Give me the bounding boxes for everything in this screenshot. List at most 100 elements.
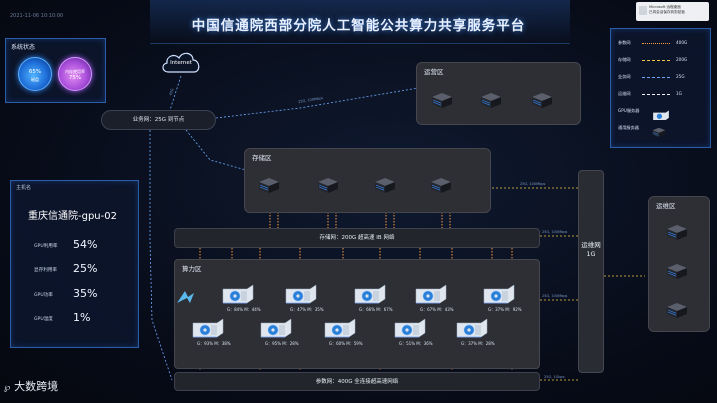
- gpu-server-icon[interactable]: [323, 318, 357, 339]
- ops-zone-title: 运营区: [424, 68, 444, 76]
- gpu-mem: M：59%: [345, 341, 363, 346]
- metric-label: GPU温度: [34, 317, 53, 322]
- storage-network-bar[interactable]: 存储网：200G 超高速 IB 网络: [174, 228, 540, 248]
- gpu-util: G：67%: [420, 307, 436, 312]
- ops-server-icon[interactable]: [480, 92, 502, 109]
- gpu-util: G：93%: [197, 341, 213, 346]
- gpu-usage-label: G：95% M：28%: [265, 341, 299, 347]
- internet-label: Internet: [170, 60, 192, 66]
- metric-value: 25%: [73, 262, 98, 275]
- gpu-mem: M：67%: [375, 307, 393, 312]
- metric-label: GPU利用率: [34, 244, 58, 249]
- legend-line: [642, 77, 670, 78]
- compute-zone: 算力区: [174, 259, 540, 369]
- gpu-util: G：60%: [329, 341, 345, 346]
- cloud-icon: [162, 52, 200, 73]
- gpu-mem: M：43%: [436, 307, 454, 312]
- gpu-server-icon[interactable]: [259, 318, 293, 339]
- gpu-util: G：95%: [265, 341, 281, 346]
- storage-server-icon[interactable]: [258, 177, 280, 194]
- gpu-usage-label: G：66% M：67%: [359, 307, 393, 313]
- maint-server-icon[interactable]: [666, 263, 688, 280]
- legend-label: 存储网: [618, 57, 631, 62]
- gpu-usage-label: G：37% M：28%: [461, 341, 495, 347]
- legend-value: 200G: [676, 57, 688, 62]
- gpu-server-icon[interactable]: [353, 284, 387, 305]
- legend-gpu-icon: [652, 106, 670, 125]
- disk-gauge: [18, 57, 52, 91]
- storage-zone-title: 存储区: [252, 154, 272, 162]
- storage-zone: 存储区: [244, 148, 491, 213]
- gpu-usage-label: G：84% M：44%: [227, 307, 261, 313]
- notification-toast[interactable]: Microsoft 远程桌面 已将会话保存到剪贴板: [636, 2, 709, 21]
- legend-label: 通用服务器: [618, 125, 639, 130]
- legend-server-icon: [652, 123, 666, 142]
- gpu-mem: M：35%: [306, 307, 324, 312]
- gpu-mem: M：44%: [243, 307, 261, 312]
- maint-server-icon[interactable]: [666, 302, 688, 319]
- gpu-usage-label: G：60% M：59%: [329, 341, 363, 347]
- system-status-title: 系统状态: [11, 44, 36, 51]
- notification-title: Microsoft 远程桌面: [649, 5, 681, 9]
- watermark-brand: 大数跨境: [14, 380, 59, 393]
- watermark: ℘ 大数跨境: [4, 380, 59, 393]
- legend-value: 1G: [676, 91, 682, 96]
- gpu-util: G：84%: [227, 307, 243, 312]
- gpu-server-icon[interactable]: [414, 284, 448, 305]
- gpu-server-icon[interactable]: [221, 284, 255, 305]
- compute-link-label: 25G, 100Mbps: [542, 294, 568, 298]
- gpu-server-icon[interactable]: [482, 284, 516, 305]
- notification-body: 已将会话保存到剪贴板: [649, 9, 685, 14]
- maint-server-icon[interactable]: [666, 224, 688, 241]
- host-name: 重庆信通院-gpu-02: [28, 211, 117, 222]
- metric-label: GPU功率: [34, 293, 53, 298]
- legend-value: 400G: [676, 40, 688, 45]
- legend-line: [642, 94, 670, 95]
- storage-server-icon[interactable]: [430, 177, 452, 194]
- gpu-server-icon[interactable]: [393, 318, 427, 339]
- page-title: 中国信通院西部分院人工智能公共算力共享服务平台: [191, 18, 526, 34]
- business-net-node[interactable]: 业务网：25G 到节点: [101, 110, 216, 130]
- metric-label: 显存利用率: [34, 268, 57, 273]
- gpu-usage-label: G：37% M：92%: [488, 307, 522, 313]
- param-link-label: 25G, 1Gbps: [544, 375, 565, 379]
- remote-desktop-icon: [639, 6, 647, 15]
- memory-gauge: [58, 57, 92, 91]
- metric-value: 54%: [73, 238, 98, 251]
- gpu-server-icon[interactable]: [284, 284, 318, 305]
- gpu-usage-label: G：47% M：35%: [290, 307, 324, 313]
- storage-link-label: 25G, 100Mbps: [542, 230, 568, 234]
- legend-label: GPU服务器: [618, 108, 640, 113]
- host-info-title: 主机名: [16, 185, 32, 191]
- storage-server-icon[interactable]: [317, 177, 339, 194]
- ai-logo-icon: [177, 291, 194, 303]
- ops-network-bar[interactable]: 运维网 1G: [578, 170, 604, 373]
- disk-gauge-label: 磁盘: [31, 77, 39, 82]
- gpu-util: G：66%: [359, 307, 375, 312]
- header-bar: [150, 0, 570, 44]
- gpu-server-icon[interactable]: [455, 318, 489, 339]
- gpu-mem: M：28%: [477, 341, 495, 346]
- gpu-mem: M：28%: [281, 341, 299, 346]
- compute-zone-title: 算力区: [182, 265, 202, 273]
- ops-server-icon[interactable]: [431, 92, 453, 109]
- legend-line: [642, 60, 670, 61]
- legend-label: 运维网: [618, 91, 631, 96]
- gpu-util: G：37%: [488, 307, 504, 312]
- gpu-server-icon[interactable]: [191, 318, 225, 339]
- storage-link-label: 25G, 100Mbps: [520, 182, 546, 186]
- gpu-mem: M：92%: [504, 307, 522, 312]
- metric-value: 35%: [73, 287, 98, 300]
- maintenance-zone-title: 运维区: [656, 202, 676, 210]
- ops-server-icon[interactable]: [531, 92, 553, 109]
- param-network-bar[interactable]: 参数网：400G 全连接超高速网络: [174, 372, 540, 391]
- gpu-util: G：51%: [399, 341, 415, 346]
- gpu-usage-label: G：93% M：38%: [197, 341, 231, 347]
- storage-server-icon[interactable]: [374, 177, 396, 194]
- gpu-util: G：37%: [461, 341, 477, 346]
- gpu-util: G：47%: [290, 307, 306, 312]
- gpu-usage-label: G：67% M：43%: [420, 307, 454, 313]
- legend-label: 参数网: [618, 40, 631, 45]
- legend-line: [642, 43, 670, 44]
- legend-label: 业务网: [618, 74, 631, 79]
